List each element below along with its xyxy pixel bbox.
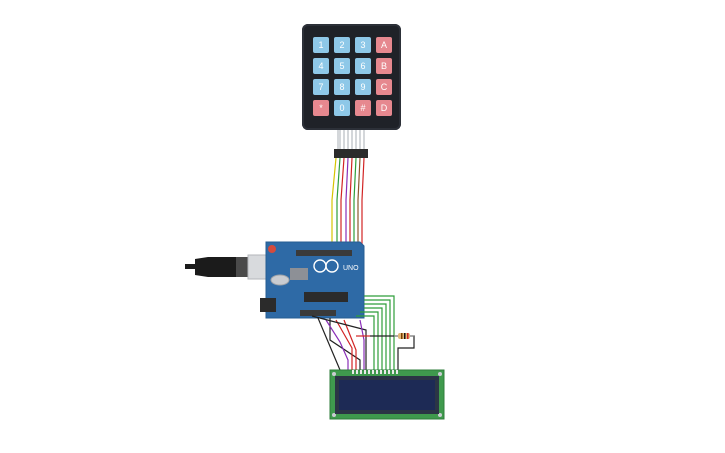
keypad-key[interactable]: C: [376, 79, 392, 95]
lcd-wire: [364, 299, 391, 370]
keypad-key[interactable]: 7: [313, 79, 329, 95]
keypad-key[interactable]: 0: [334, 100, 350, 116]
usb-cable: [185, 254, 278, 280]
resistor[interactable]: [394, 333, 414, 339]
keypad-key[interactable]: 5: [334, 58, 350, 74]
lcd-wire: [329, 318, 361, 370]
keypad-key[interactable]: 6: [355, 58, 371, 74]
keypad-wire: [340, 157, 345, 250]
crystal: [270, 274, 290, 286]
keypad-key[interactable]: D: [376, 100, 392, 116]
keypad-key[interactable]: 4: [313, 58, 329, 74]
lcd-wire: [343, 319, 357, 370]
lcd-wire: [325, 319, 349, 370]
keypad-key[interactable]: #: [355, 100, 371, 116]
keypad-wires: [331, 157, 365, 250]
keypad-key[interactable]: *: [313, 100, 329, 116]
keypad-wire: [336, 157, 341, 250]
keypad-header: [334, 149, 368, 158]
keypad-key[interactable]: 1: [313, 37, 329, 53]
lcd-wire: [364, 303, 387, 370]
lcd-wire: [364, 307, 383, 370]
lcd-wire: [360, 311, 379, 370]
keypad-key[interactable]: B: [376, 58, 392, 74]
atmega-chip: [304, 292, 348, 302]
lcd-wire: [335, 319, 353, 370]
lcd-wire: [356, 315, 375, 370]
digital-header: [296, 250, 352, 256]
analog-header: [300, 310, 336, 316]
lcd-module[interactable]: [329, 369, 445, 420]
lcd-wire: [364, 295, 395, 370]
keypad-wire: [349, 157, 353, 250]
lcd-wire: [311, 315, 367, 370]
board-label: UNO: [343, 265, 359, 272]
power-jack: [260, 298, 276, 312]
lcd-wires: [311, 295, 415, 371]
keypad-key[interactable]: 8: [334, 79, 350, 95]
lcd-wire: [359, 319, 365, 370]
voltage-regulator: [290, 268, 308, 280]
keypad-wire: [361, 157, 365, 250]
lcd-wire: [370, 335, 415, 370]
keypad-connector: [334, 130, 368, 158]
lcd-wire: [317, 317, 341, 371]
reset-button-icon[interactable]: [268, 245, 276, 253]
keypad-key[interactable]: A: [376, 37, 392, 53]
keypad-wire: [357, 157, 361, 250]
lcd-display-text: [340, 381, 436, 409]
infinity-logo-icon: [325, 259, 339, 273]
keypad-key[interactable]: 3: [355, 37, 371, 53]
lcd-screen: [339, 380, 435, 410]
arduino-board[interactable]: UNO: [260, 241, 365, 319]
keypad-key[interactable]: 2: [334, 37, 350, 53]
keypad-wire: [345, 157, 349, 250]
keypad-wire: [353, 157, 357, 250]
keypad-key[interactable]: 9: [355, 79, 371, 95]
keypad-wire: [331, 157, 337, 250]
